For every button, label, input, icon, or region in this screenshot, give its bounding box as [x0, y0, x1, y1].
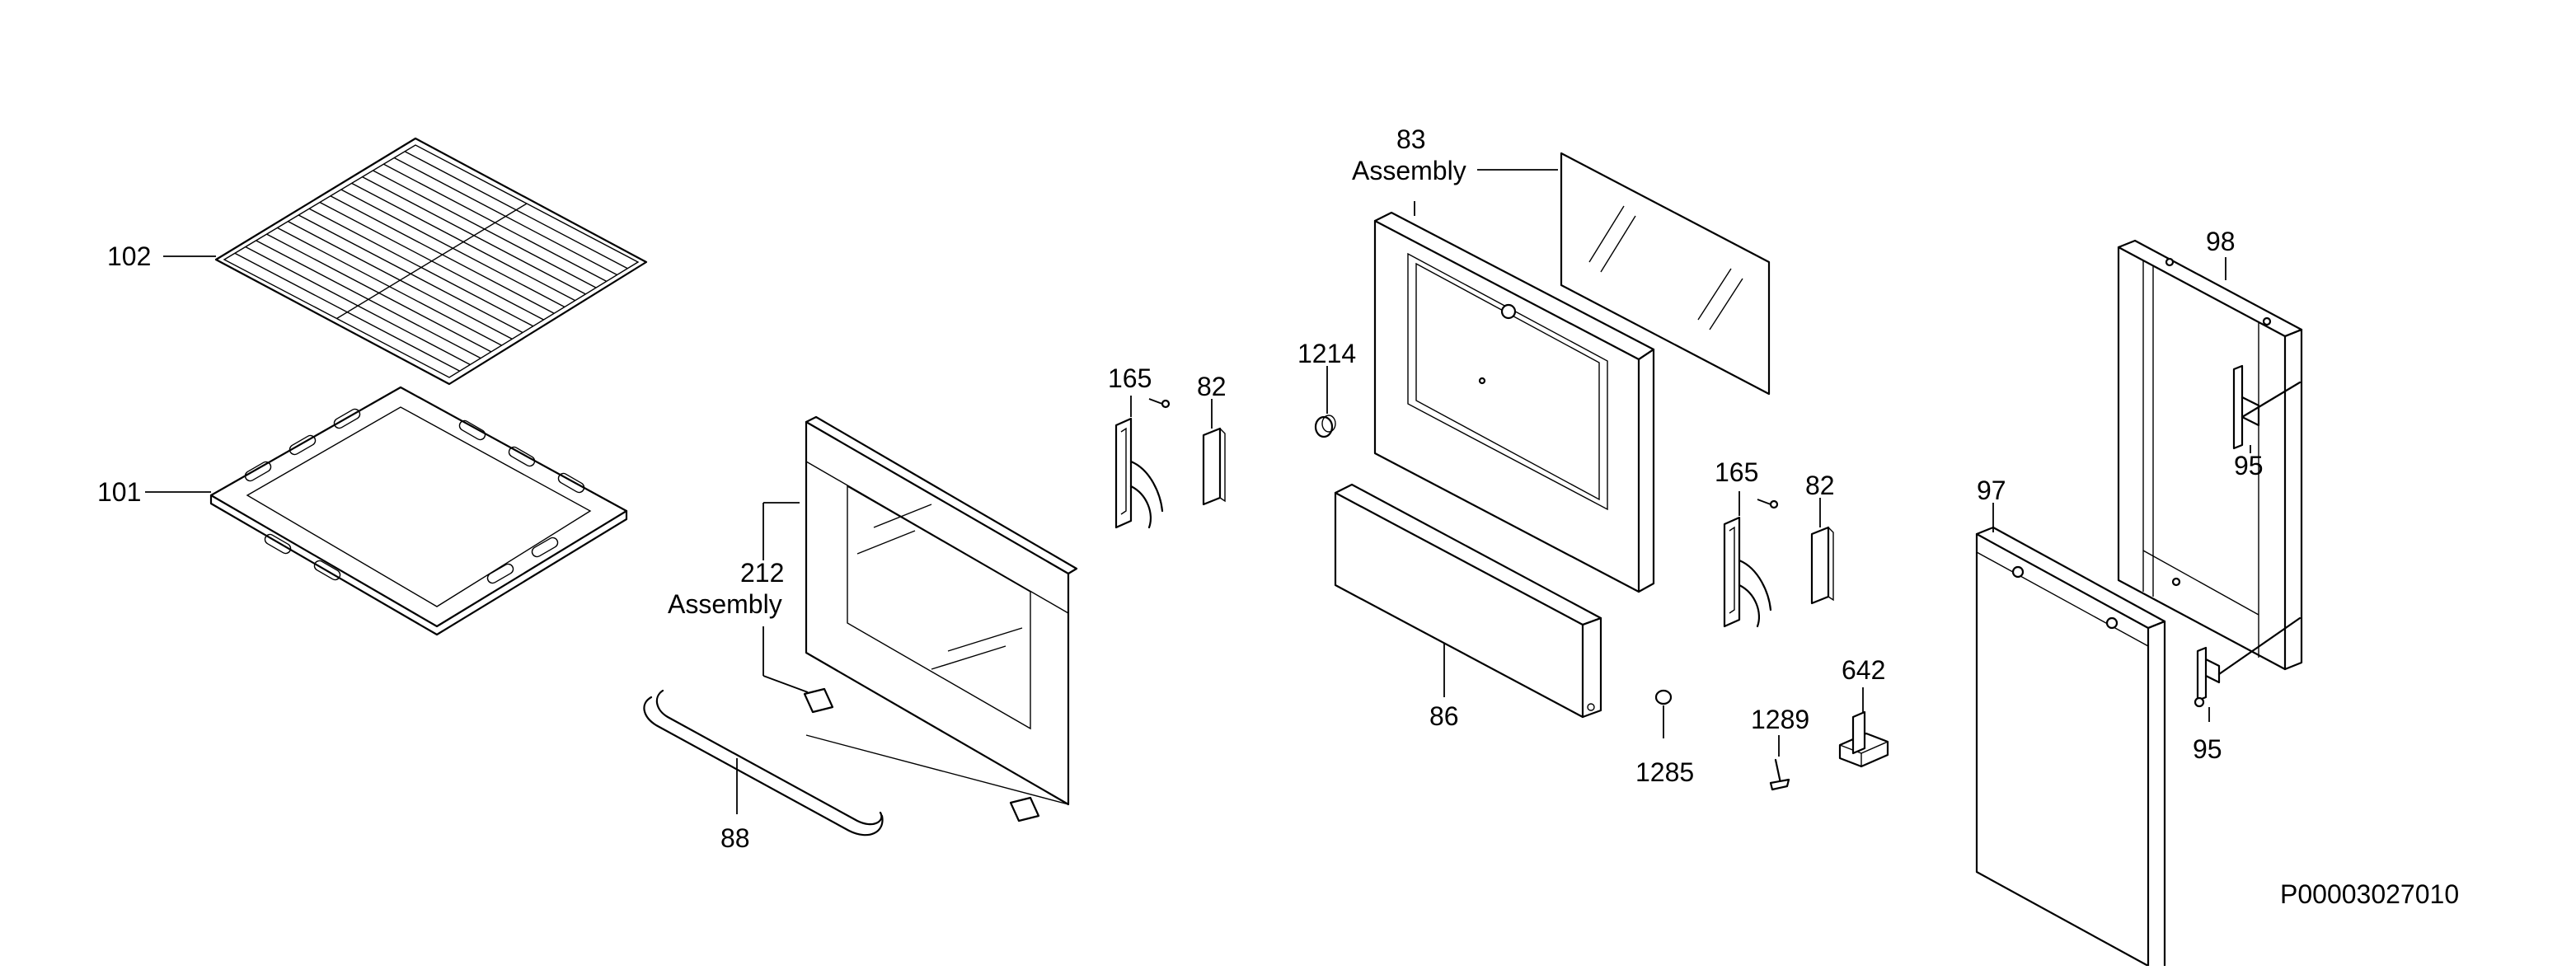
- label-82-left: 82: [1197, 372, 1227, 401]
- label-97: 97: [1977, 476, 2006, 505]
- part-1289-screw: [1769, 735, 1790, 791]
- label-83: 83: [1396, 124, 1426, 154]
- label-95-lower: 95: [2193, 734, 2222, 764]
- label-165-right: 165: [1715, 457, 1758, 487]
- part-88-door-handle: [643, 689, 884, 836]
- label-82-right: 82: [1805, 471, 1835, 500]
- drawing-code: P00003027010: [2280, 879, 2459, 909]
- part-212-door-assembly: [762, 415, 1078, 822]
- label-1214: 1214: [1297, 339, 1356, 368]
- part-97-door-panel: [1975, 503, 2166, 968]
- label-88: 88: [720, 823, 750, 853]
- label-1285: 1285: [1635, 757, 1694, 787]
- label-101: 101: [97, 477, 141, 507]
- part-102-wire-shelf: [163, 137, 648, 386]
- label-1289: 1289: [1751, 705, 1809, 734]
- label-83-sub: Assembly: [1352, 156, 1466, 185]
- label-102: 102: [107, 241, 151, 271]
- part-1285-bumper: [1654, 689, 1673, 738]
- part-98-door-frame: [2117, 239, 2303, 671]
- part-83-glass-panel: [1560, 152, 1771, 396]
- label-212: 212: [740, 558, 784, 588]
- part-83-inner-door-assembly: [1373, 169, 1655, 593]
- shelf-divider: [336, 203, 528, 320]
- part-86-lower-panel: [1334, 483, 1602, 719]
- part-82-hinge-receiver-left: [1202, 399, 1226, 506]
- part-165-hinge-left: [1114, 396, 1171, 529]
- label-86: 86: [1429, 701, 1459, 731]
- part-1214-grommet: [1314, 366, 1336, 438]
- label-98: 98: [2206, 227, 2236, 256]
- part-165-hinge-right: [1723, 491, 1779, 628]
- label-165-left: 165: [1108, 363, 1152, 393]
- part-101-baking-tray: [145, 386, 628, 636]
- part-95-bracket-lower: [2194, 616, 2302, 722]
- part-82-hinge-receiver-right: [1810, 498, 1834, 605]
- label-95-upper: 95: [2234, 451, 2264, 480]
- label-642: 642: [1842, 655, 1885, 685]
- label-212-sub: Assembly: [668, 589, 782, 619]
- part-642-latch: [1838, 687, 1889, 768]
- part-95-bracket-upper: [2232, 364, 2302, 453]
